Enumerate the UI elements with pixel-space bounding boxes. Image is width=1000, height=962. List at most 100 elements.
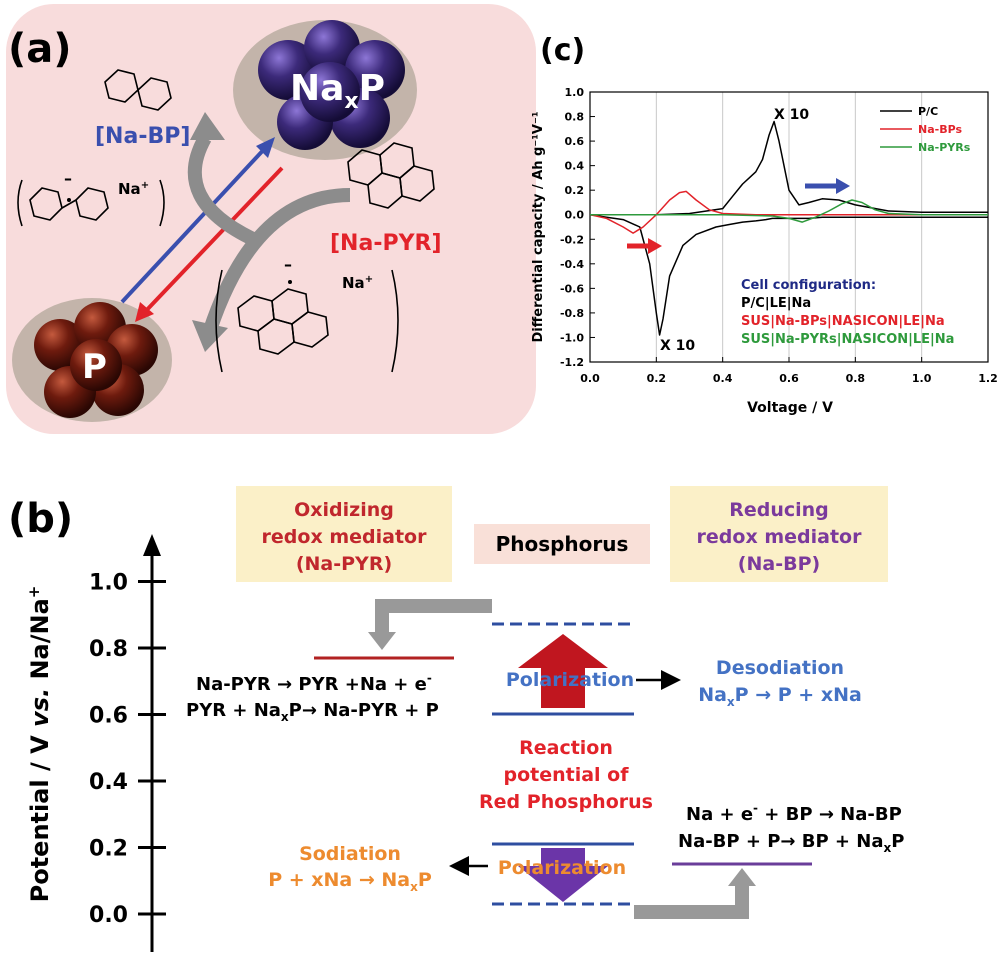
polarization-bottom-label: Polarization [498, 857, 626, 879]
chart-series [589, 120, 988, 336]
potential-tick-label: 0.4 [89, 770, 128, 795]
chart-grid [655, 92, 923, 362]
panel-c: (c) -1.2-1.0-0.8-0.6-0.4-0.20.00.20.40.6… [531, 33, 998, 416]
polarization-top-label: Polarization [506, 669, 634, 691]
sodiation-equation: P + xNa → NaxP [268, 869, 432, 894]
chart-y-tick-label: 0.4 [565, 160, 585, 173]
bp-equation-2: Na-BP + P→ BP + NaxP [678, 831, 904, 855]
na-pyr-label: [Na-PYR] [330, 231, 442, 256]
chart-y-tick-label: 1.0 [565, 86, 585, 99]
chart-annotation-x10-bottom: X 10 [660, 338, 695, 354]
potential-tick-label: 1.0 [89, 571, 128, 596]
chart-y-tick-label: -1.2 [560, 356, 584, 369]
chart-y-axis-label: Differential capacity / Ah g⁻¹V⁻¹ [531, 111, 546, 342]
polarization-purple-arrow [518, 848, 608, 902]
chart-x-tick-label: 0.8 [846, 372, 866, 385]
red-diagonal-arrow [140, 166, 284, 317]
potential-tick-label: 0.8 [89, 637, 128, 662]
reaction-line-3: Red Phosphorus [479, 791, 653, 813]
pyr-equation-2: PYR + NaxP→ Na-PYR + P [186, 700, 439, 724]
na-bp-label: [Na-BP] [95, 124, 190, 149]
chart-x-tick-label: 1.0 [912, 372, 932, 385]
oxidizing-line-1: Oxidizing [294, 499, 394, 521]
legend-label-na-pyrs: Na-PYRs [918, 141, 971, 154]
chart-blue-arrowhead [836, 178, 850, 194]
gray-elbow-arrowhead-bottom [728, 868, 756, 886]
na-pyr-anion: – Na+ [215, 255, 399, 373]
chart-annotation-x10-top: X 10 [774, 107, 809, 123]
sodiation-title: Sodiation [299, 843, 401, 865]
cell-config-na-pyrs: SUS|Na-PYRs|NASICON|LE|Na [741, 332, 954, 347]
potential-axis-label: Potential / V vs. Na/Na+ [25, 586, 54, 903]
panel-a: (a) NaxP P [6, 4, 536, 434]
cell-config-title: Cell configuration: [741, 278, 876, 293]
potential-axis-ticks: 0.0 0.2 0.4 0.6 0.8 1.0 [89, 571, 166, 928]
chart-x-ticks: 0.0 0.2 0.4 0.6 0.8 1.0 1.2 [580, 357, 998, 385]
chart-y-tick-label: -0.6 [560, 282, 584, 295]
red-arrowhead [135, 302, 154, 322]
desodiation-title: Desodiation [716, 657, 844, 679]
svg-text:–: – [284, 255, 292, 274]
potential-axis-arrowhead [143, 534, 161, 556]
oxidizing-line-3: (Na-PYR) [296, 553, 392, 575]
phosphorus-box [474, 524, 650, 564]
gray-arrow-bp [187, 134, 259, 247]
chart-x-tick-label: 1.2 [978, 372, 998, 385]
chart-red-arrowhead [648, 238, 662, 254]
chart-y-tick-label: -0.4 [560, 258, 584, 271]
gray-elbow-arrowhead-top [368, 632, 396, 650]
potential-tick-label: 0.0 [89, 903, 128, 928]
chart-x-tick-label: 0.0 [580, 372, 600, 385]
chart-y-tick-label: -0.8 [560, 307, 584, 320]
potential-tick-label: 0.2 [89, 837, 128, 862]
chart-x-tick-label: 0.4 [713, 372, 733, 385]
oxidizing-mediator-box [236, 486, 452, 582]
chart-y-ticks: -1.2-1.0-0.8-0.6-0.4-0.20.00.20.40.60.81… [560, 86, 595, 369]
bp-equation-1: Na + e- + BP → Na-BP [686, 801, 902, 825]
reaction-line-1: Reaction [519, 737, 613, 759]
chart-y-tick-label: 0.6 [565, 135, 585, 148]
naxp-label: NaxP [290, 68, 385, 114]
gray-arrowhead-bp [190, 112, 225, 140]
biphenyl-molecule [104, 69, 172, 111]
gray-arrowhead-pyr [192, 320, 228, 352]
chart-series-line-na-pyrs [590, 199, 988, 223]
panel-b: (b) 0.0 0.2 0.4 0.6 0.8 1.0 Potential / V vs.… [8, 486, 904, 952]
svg-text:–: – [64, 169, 72, 188]
phosphorus-label: Phosphorus [496, 532, 629, 556]
oxidizing-line-2: redox mediator [262, 526, 428, 548]
legend-label-na-bps: Na-BPs [918, 123, 962, 136]
reducing-line-1: Reducing [729, 499, 829, 521]
panel-c-label: (c) [540, 33, 585, 68]
gray-elbow-arrow-top [375, 599, 492, 636]
desodiation-equation: NaxP → P + xNa [698, 684, 862, 709]
chart-x-tick-label: 0.2 [647, 372, 667, 385]
polarization-red-arrow [518, 634, 608, 708]
reducing-line-2: redox mediator [697, 526, 863, 548]
chart-y-tick-label: -1.0 [560, 331, 584, 344]
blue-arrowhead [256, 137, 275, 158]
cell-config-na-bps: SUS|Na-BPs|NASICON|LE|Na [741, 314, 945, 329]
svg-text:Na+: Na+ [118, 180, 149, 198]
chart-series-line-na-bps [589, 190, 988, 234]
panel-b-label: (b) [8, 496, 73, 542]
potential-tick-label: 0.6 [89, 704, 128, 729]
gray-arrow-pyr [203, 188, 351, 333]
reducing-line-3: (Na-BP) [738, 553, 820, 575]
pyr-equation-1: Na-PYR → PYR +Na + e- [196, 671, 432, 695]
cell-config-pc: P/C|LE|Na [741, 296, 811, 311]
chart-y-tick-label: 0.0 [565, 209, 585, 222]
pyrene-molecule [347, 142, 435, 209]
chart-series-line-p-c [589, 213, 988, 336]
chart-x-axis-label: Voltage / V [747, 400, 833, 416]
svg-text:Na+: Na+ [342, 274, 373, 292]
panel-a-label: (a) [8, 26, 72, 72]
legend-label-pc: P/C [918, 105, 938, 118]
chart-x-tick-label: 0.6 [779, 372, 799, 385]
blue-diagonal-arrow [120, 143, 270, 304]
chart-y-tick-label: 0.2 [565, 184, 585, 197]
chart-y-tick-label: 0.8 [565, 111, 585, 124]
gray-elbow-arrow-bottom [634, 882, 749, 919]
